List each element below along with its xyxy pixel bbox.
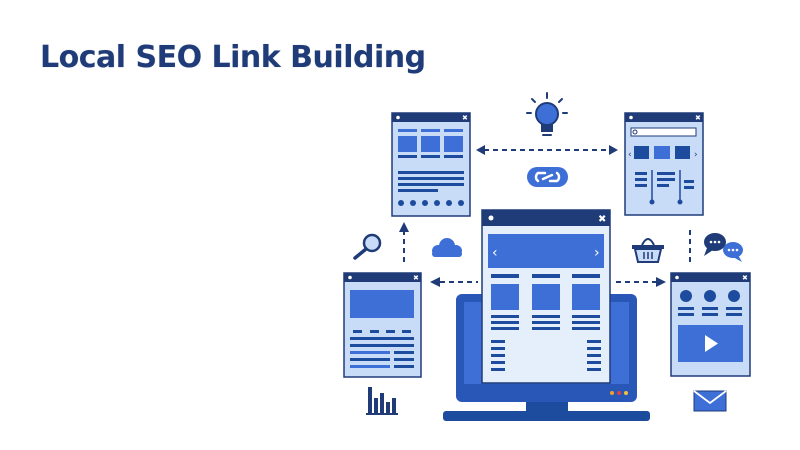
svg-text:‹: ‹ — [628, 150, 632, 160]
lightbulb-icon — [526, 92, 568, 136]
svg-text:‹: ‹ — [492, 245, 498, 261]
window-top-left: ✖ — [391, 112, 471, 217]
search-icon — [353, 233, 382, 260]
bar-chart-icon — [366, 387, 398, 415]
page-title: Local SEO Link Building — [40, 40, 426, 75]
play-icon — [705, 335, 718, 352]
window-top-right: ✖ ‹ › — [624, 112, 704, 216]
basket-icon — [632, 238, 664, 263]
window-right: ✖ — [670, 272, 751, 377]
svg-text:✖: ✖ — [462, 114, 468, 122]
cloud-icon — [432, 238, 462, 257]
window-center: ✖ ‹ › — [481, 209, 611, 384]
chat-bubbles-icon — [704, 233, 743, 262]
svg-text:✖: ✖ — [413, 274, 419, 282]
window-left: ✖ — [343, 272, 422, 378]
svg-text:✖: ✖ — [742, 274, 748, 282]
connector-arrows — [399, 145, 691, 287]
link-icon — [527, 167, 568, 187]
svg-text:›: › — [594, 245, 600, 261]
svg-text:✖: ✖ — [598, 214, 606, 225]
envelope-icon — [693, 390, 727, 412]
svg-text:›: › — [694, 150, 698, 160]
svg-text:✖: ✖ — [695, 114, 701, 122]
